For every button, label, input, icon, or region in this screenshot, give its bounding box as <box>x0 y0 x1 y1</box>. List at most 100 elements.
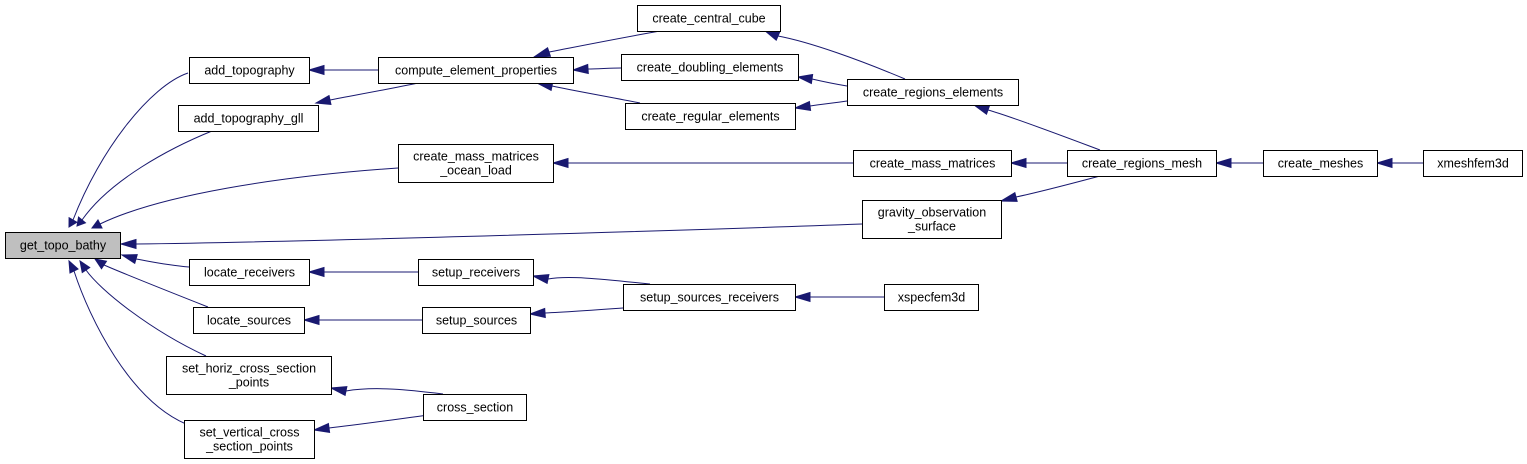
edge-create_meshes-to-create_regions_mesh <box>1214 157 1263 169</box>
node-label: create_mass_matrices <box>870 157 996 171</box>
node-label: setup_sources_receivers <box>640 291 779 305</box>
node-locate-sources[interactable]: locate_sources <box>193 307 305 334</box>
arrowhead-icon <box>307 266 325 278</box>
node-create-mass-matrices[interactable]: create_mass_matrices <box>853 150 1012 177</box>
node-cross-section[interactable]: cross_section <box>423 394 527 421</box>
node-label: gravity_observation <box>878 206 986 220</box>
edge-locate_receivers-to-get_topo_bathy <box>120 254 190 268</box>
node-label: setup_sources <box>436 314 517 328</box>
arrowhead-icon <box>76 216 87 227</box>
node-box <box>853 150 1012 177</box>
arrowhead-icon <box>528 307 546 319</box>
arrowhead-icon <box>551 157 569 169</box>
node-label: add_topography <box>204 64 295 78</box>
edge-setup_sources_receivers-to-setup_receivers <box>531 274 651 285</box>
edge-line <box>547 277 651 285</box>
node-box <box>625 103 796 130</box>
node-create-regions-elements[interactable]: create_regions_elements <box>847 79 1019 106</box>
node-label: xspecfem3d <box>898 291 965 305</box>
arrowhead-icon <box>307 64 325 76</box>
edge-create_doubling_elements-to-compute_element_properties <box>571 63 622 75</box>
node-box <box>637 5 781 32</box>
edge-setup_sources-to-locate_sources <box>302 314 423 326</box>
node-create-central-cube[interactable]: create_central_cube <box>637 5 781 32</box>
node-create-meshes[interactable]: create_meshes <box>1263 150 1378 177</box>
node-label: create_central_cube <box>652 12 765 26</box>
edge-xspecfem3d-to-setup_sources_receivers <box>793 291 884 303</box>
edge-line <box>81 130 213 221</box>
edge-locate_sources-to-get_topo_bathy <box>93 258 209 308</box>
node-label: xmeshfem3d <box>1437 157 1509 171</box>
node-box <box>178 105 319 132</box>
node-box <box>1067 150 1217 177</box>
edge-line <box>72 72 189 221</box>
arrowhead-icon <box>68 259 79 274</box>
arrowhead-icon <box>999 191 1018 202</box>
edge-line <box>548 30 661 53</box>
node-xspecfem3d[interactable]: xspecfem3d <box>884 284 979 311</box>
edge-gravity_observation_surface-to-get_topo_bathy <box>119 223 863 250</box>
arrowhead-icon <box>93 258 108 270</box>
node-label: create_regions_elements <box>863 86 1003 100</box>
node-box <box>847 79 1019 106</box>
arrowhead-icon <box>329 386 348 397</box>
node-compute-element-properties[interactable]: compute_element_properties <box>378 57 574 84</box>
edge-create_regular_elements-to-compute_element_properties <box>535 81 641 104</box>
edge-set_horiz_cross_section_points-to-get_topo_bathy <box>79 259 207 357</box>
arrowhead-icon <box>1214 157 1232 169</box>
node-xmeshfem3d[interactable]: xmeshfem3d <box>1423 150 1523 177</box>
node-create-mass-matrices-ocean-load[interactable]: create_mass_matrices_ocean_load <box>398 144 554 183</box>
node-label: create_regular_elements <box>641 110 779 124</box>
edge-setup_receivers-to-locate_receivers <box>307 266 418 278</box>
node-setup-receivers[interactable]: setup_receivers <box>418 259 534 286</box>
arrowhead-icon <box>796 73 814 85</box>
arrowhead-icon <box>314 94 332 105</box>
node-label: create_regions_mesh <box>1082 157 1202 171</box>
edge-xmeshfem3d-to-create_meshes <box>1375 157 1423 169</box>
node-box <box>422 307 531 334</box>
edge-create_regions_mesh-to-create_regions_elements <box>972 104 1101 151</box>
node-label: create_mass_matrices <box>413 150 539 164</box>
node-setup-sources-receivers[interactable]: setup_sources_receivers <box>623 284 796 311</box>
nodes-layer: get_topo_bathy add_topography add_topograp… <box>5 5 1523 459</box>
edge-line <box>103 264 209 308</box>
node-create-regions-mesh[interactable]: create_regions_mesh <box>1067 150 1217 177</box>
node-get-topo-bathy[interactable]: get_topo_bathy <box>5 232 121 259</box>
edge-line <box>85 269 207 357</box>
edge-create_mass_matrices_ocean_load-to-get_topo_bathy <box>91 167 399 229</box>
arrowhead-icon <box>793 100 812 112</box>
node-add-topography[interactable]: add_topography <box>189 57 310 84</box>
edge-set_vertical_cross_section_points-to-get_topo_bathy <box>68 259 187 425</box>
node-add-topography-gll[interactable]: add_topography_gll <box>178 105 319 132</box>
edge-line <box>987 109 1101 151</box>
node-label: create_meshes <box>1278 157 1363 171</box>
node-label: _points <box>228 376 269 390</box>
edge-line <box>811 78 848 87</box>
arrowhead-icon <box>312 422 331 434</box>
node-label: locate_receivers <box>204 266 295 280</box>
arrowhead-icon <box>120 254 138 265</box>
edge-create_regions_elements-to-create_doubling_elements <box>796 73 848 87</box>
node-box <box>184 420 315 459</box>
edge-line <box>135 223 863 245</box>
node-box <box>166 356 332 395</box>
node-label: setup_receivers <box>432 266 520 280</box>
edge-line <box>587 67 622 70</box>
edge-line <box>99 167 399 225</box>
node-locate-receivers[interactable]: locate_receivers <box>189 259 310 286</box>
node-set-vertical-cross-section-points[interactable]: set_vertical_cross_section_points <box>184 420 315 459</box>
node-label: add_topography_gll <box>194 112 304 126</box>
node-label: _ocean_load <box>439 164 512 178</box>
edge-line <box>135 258 190 268</box>
node-set-horiz-cross-section-points[interactable]: set_horiz_cross_section_points <box>166 356 332 395</box>
node-create-regular-elements[interactable]: create_regular_elements <box>625 103 796 130</box>
node-create-doubling-elements[interactable]: create_doubling_elements <box>621 54 799 81</box>
node-box <box>398 144 554 183</box>
node-gravity-observation-surface[interactable]: gravity_observation_surface <box>862 200 1002 239</box>
node-label: get_topo_bathy <box>20 239 107 253</box>
arrowhead-icon <box>1375 157 1393 169</box>
node-setup-sources[interactable]: setup_sources <box>422 307 531 334</box>
node-box <box>621 54 799 81</box>
node-box <box>884 284 979 311</box>
